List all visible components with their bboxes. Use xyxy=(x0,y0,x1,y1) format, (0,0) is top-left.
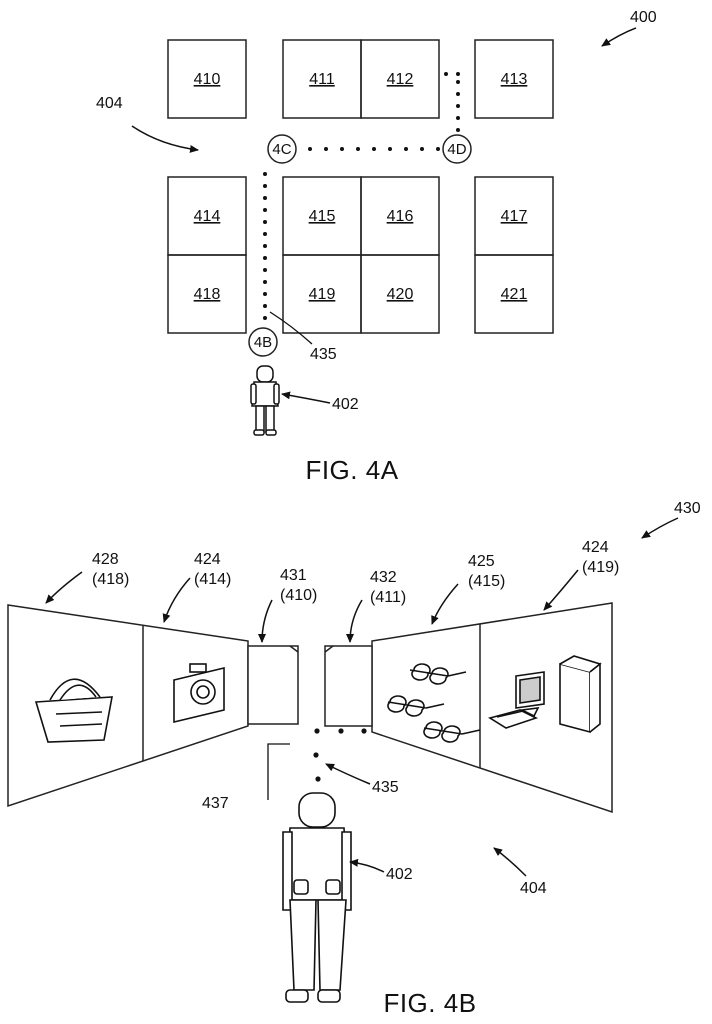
ref-404b-label: 404 xyxy=(520,880,547,897)
ref-432-leader xyxy=(350,600,362,642)
shelf-rows-2-3 xyxy=(168,177,553,333)
fig-4b-caption: FIG. 4B xyxy=(383,988,476,1018)
ref-404-leader xyxy=(132,126,198,150)
ref-432-sub: (411) xyxy=(370,589,406,606)
ref-424-left-leader xyxy=(164,578,190,622)
node-4d: 4D xyxy=(443,135,471,163)
shelf-419-label: 419 xyxy=(309,286,336,303)
ref-431-sub: (410) xyxy=(280,587,317,604)
node-4c-label: 4C xyxy=(272,141,291,158)
ref-402-label: 402 xyxy=(332,396,359,413)
ref-428-leader xyxy=(46,572,82,603)
ref-404-label: 404 xyxy=(96,95,123,112)
shelf-417-label: 417 xyxy=(501,208,528,225)
ref-432-label: 432 xyxy=(370,569,397,586)
ref-437-leader xyxy=(268,744,290,800)
shelf-411-label: 411 xyxy=(309,71,335,88)
ref-428-sub: (418) xyxy=(92,571,129,588)
ref-402b-leader xyxy=(350,862,384,872)
shelf-410-label: 410 xyxy=(194,71,221,88)
ref-400-label: 400 xyxy=(630,9,657,26)
shelf-421-label: 421 xyxy=(501,286,528,303)
node-4b-label: 4B xyxy=(254,334,272,351)
ref-424-right-leader xyxy=(544,570,578,610)
ref-424-left-sub: (414) xyxy=(194,571,231,588)
shelf-414-label: 414 xyxy=(194,208,221,225)
shelf-415-label: 415 xyxy=(309,208,336,225)
shelf-418-label: 418 xyxy=(194,286,221,303)
node-4b: 4B xyxy=(249,328,277,356)
ref-424-right-sub: (419) xyxy=(582,559,619,576)
ref-430-leader xyxy=(642,518,678,538)
shelf-413-label: 413 xyxy=(501,71,528,88)
ref-425-leader xyxy=(432,584,458,624)
ref-435b-label: 435 xyxy=(372,779,399,796)
ref-404b-leader xyxy=(494,848,526,876)
ref-425-label: 425 xyxy=(468,553,495,570)
ref-435-label: 435 xyxy=(310,346,337,363)
shelf-416-label: 416 xyxy=(387,208,414,225)
ref-437-label: 437 xyxy=(202,795,229,812)
ref-431-label: 431 xyxy=(280,567,307,584)
fig-4a-caption: FIG. 4A xyxy=(305,455,398,485)
shelf-row-1 xyxy=(168,40,553,118)
ref-435b-leader xyxy=(326,764,370,784)
node-4d-label: 4D xyxy=(447,141,466,158)
ref-402b-label: 402 xyxy=(386,866,413,883)
ref-425-sub: (415) xyxy=(468,573,505,590)
node-4c: 4C xyxy=(268,135,296,163)
figure-4a: 400 404 410 411 412 413 414 415 416 xyxy=(96,9,657,485)
ref-402-leader xyxy=(282,394,330,403)
ref-430-label: 430 xyxy=(674,500,701,517)
ref-431-leader xyxy=(262,600,272,642)
person-icon-large xyxy=(283,793,351,1002)
person-icon xyxy=(251,366,279,435)
ref-424-left-label: 424 xyxy=(194,551,221,568)
shelf-420-label: 420 xyxy=(387,286,414,303)
shelf-412-label: 412 xyxy=(387,71,414,88)
ref-400-leader xyxy=(602,28,636,46)
figure-4b: 430 xyxy=(8,500,701,1018)
ref-428-label: 428 xyxy=(92,551,119,568)
route-dots-4b xyxy=(313,728,366,781)
ref-424-right-label: 424 xyxy=(582,539,609,556)
